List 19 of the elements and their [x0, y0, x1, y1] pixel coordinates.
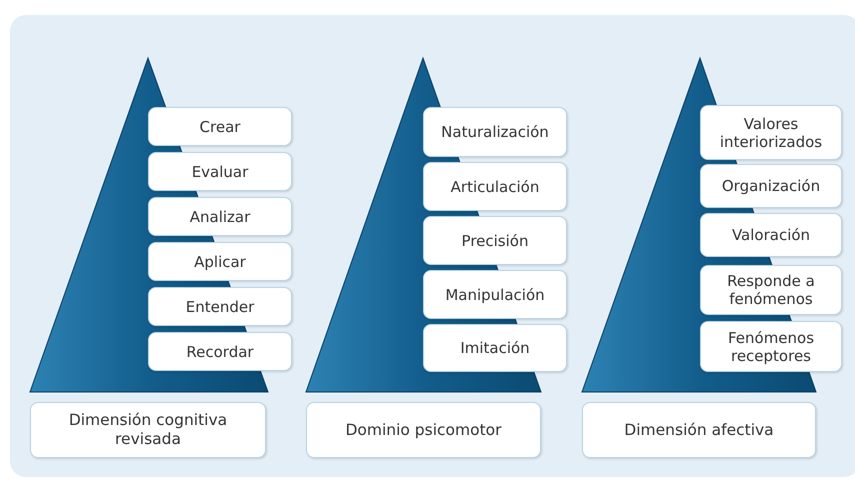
level-box: Fenómenos receptores — [700, 321, 842, 372]
level-box: Crear — [148, 107, 292, 146]
level-box: Entender — [148, 287, 292, 326]
level-box: Precisión — [423, 216, 567, 265]
level-box: Responde a fenómenos — [700, 265, 842, 315]
level-box: Analizar — [148, 197, 292, 236]
level-box: Valoración — [700, 213, 842, 257]
level-box: Manipulación — [423, 270, 567, 319]
level-box: Naturalización — [423, 107, 567, 157]
level-box: Organización — [700, 164, 842, 208]
level-box: Valores interiorizados — [700, 105, 842, 160]
level-box: Imitación — [423, 324, 567, 372]
dimension-label-box: Dimensión cognitiva revisada — [30, 402, 266, 458]
dimension-label-box: Dominio psicomotor — [306, 402, 541, 458]
level-box: Aplicar — [148, 242, 292, 281]
level-box: Recordar — [148, 332, 292, 371]
level-box: Evaluar — [148, 152, 292, 191]
dimension-label-box: Dimensión afectiva — [582, 402, 816, 458]
level-box: Articulación — [423, 162, 567, 211]
